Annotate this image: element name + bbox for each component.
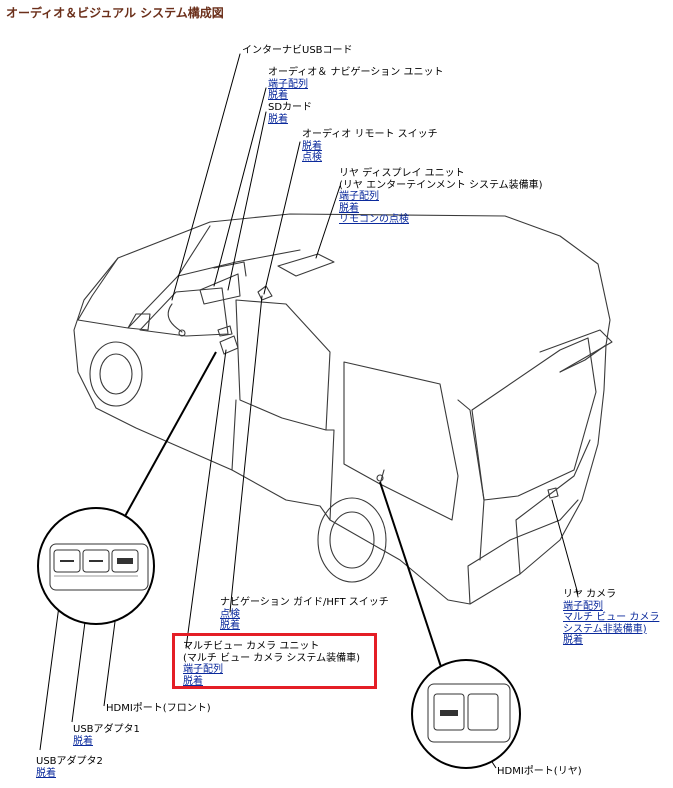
- leader-rear-display: [315, 185, 341, 259]
- label-multiview-unit: マルチビュー カメラ ユニット (マルチ ビュー カメラ システム装備車) 端子…: [183, 641, 361, 687]
- rear-display-remote-inspect-link[interactable]: リモコンの点検: [339, 214, 409, 225]
- label-usb-cord: インターナビUSBコード: [242, 45, 353, 56]
- leader-usb-cord: [171, 53, 241, 301]
- label-rear-camera: リヤ カメラ 端子配列 マルチ ビュー カメラ システム非装備車) 脱着: [563, 589, 660, 646]
- side-window-rear: [343, 361, 459, 521]
- highlight-box: [172, 633, 377, 689]
- label-rear-display: リヤ ディスプレイ ユニット (リヤ エンターテインメント システム装備車) 端…: [339, 168, 543, 225]
- remote-switch-inspect-link[interactable]: 点検: [302, 152, 322, 163]
- rear-camera-removal-link[interactable]: 脱着: [563, 635, 583, 646]
- av-unit-pinout-link[interactable]: 端子配列: [268, 78, 308, 90]
- label-av-unit: オーディオ＆ ナビゲーション ユニット 端子配列 脱着: [268, 67, 444, 101]
- rear-display-pinout-link[interactable]: 端子配列: [339, 191, 379, 202]
- multiview-unit-shape: [219, 335, 239, 355]
- nav-guide-removal-link[interactable]: 脱着: [220, 620, 240, 631]
- label-remote-switch: オーディオ リモート スイッチ 脱着 点検: [302, 129, 438, 163]
- leader-remote: [263, 141, 301, 295]
- vehicle-roof: [117, 213, 611, 373]
- leader-nav-guide: [229, 295, 263, 613]
- front-wheel: [89, 341, 143, 407]
- leader-av-unit: [213, 87, 267, 287]
- front-port-inset: [37, 507, 155, 625]
- nav-guide-inspect-link[interactable]: 点検: [220, 608, 240, 620]
- rear-camera-non-equipped-link[interactable]: システム非装備車): [563, 623, 647, 635]
- av-unit-shape: [199, 273, 241, 305]
- rear-display-removal-link[interactable]: 脱着: [339, 202, 359, 214]
- usb-adapter2-removal-link[interactable]: 脱着: [36, 767, 56, 779]
- usb-cord-shape: [167, 303, 183, 333]
- rear-camera-pinout-link[interactable]: 端子配列: [563, 600, 603, 612]
- rear-wheel: [317, 497, 387, 583]
- multiview-pinout-link[interactable]: 端子配列: [183, 664, 223, 675]
- label-nav-guide-switch: ナビゲーション ガイド/HFT スイッチ 点検 脱着: [220, 597, 389, 631]
- rear-spoiler: [539, 329, 613, 373]
- leader-front-inset: [123, 351, 217, 519]
- rear-port-inset: [411, 659, 521, 769]
- label-sd-card: SDカード 脱着: [268, 102, 313, 125]
- label-usb-adapter2: USBアダプタ2 脱着: [36, 756, 103, 779]
- side-window-front: [139, 287, 229, 337]
- rear-window: [471, 337, 597, 501]
- label-usb-adapter1: USBアダプタ1 脱着: [73, 724, 140, 747]
- multiview-removal-link[interactable]: 脱着: [183, 675, 203, 687]
- leader-rear-inset: [379, 481, 445, 677]
- av-unit-removal-link[interactable]: 脱着: [268, 90, 288, 101]
- label-hdmi-front: HDMIポート(フロント): [106, 703, 211, 714]
- usb-adapter1-removal-link[interactable]: 脱着: [73, 735, 93, 747]
- leader-rear-camera: [551, 499, 579, 595]
- label-hdmi-rear: HDMIポート(リヤ): [497, 766, 582, 777]
- side-mirror: [127, 313, 151, 331]
- vehicle-body-outline: [73, 257, 607, 605]
- leader-multiview: [185, 349, 227, 649]
- rear-camera-shape: [547, 487, 559, 499]
- leader-sd-card: [227, 111, 267, 291]
- sd-card-removal-link[interactable]: 脱着: [268, 113, 288, 125]
- rear-display-shape: [277, 253, 335, 277]
- windshield: [77, 225, 211, 329]
- page-title: オーディオ＆ビジュアル システム構成図: [6, 6, 224, 20]
- remote-switch-shape: [257, 285, 273, 301]
- rear-camera-multiview-link[interactable]: マルチ ビュー カメラ: [563, 612, 660, 623]
- remote-switch-removal-link[interactable]: 脱着: [302, 140, 322, 152]
